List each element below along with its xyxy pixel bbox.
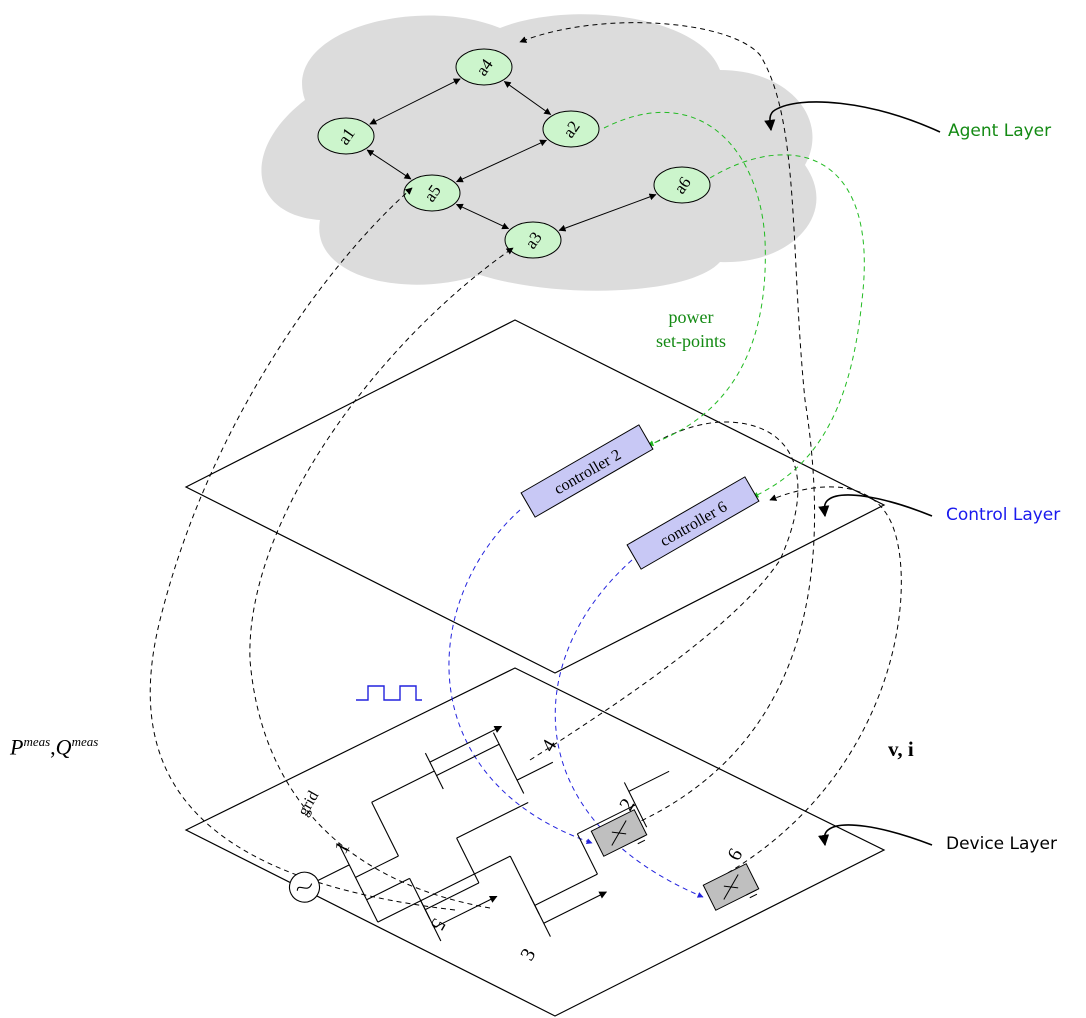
setpoint-curve-6	[709, 154, 865, 498]
controller-2: controller 2	[520, 424, 654, 518]
der-device-6	[702, 863, 760, 911]
bus-6	[623, 782, 648, 828]
signal-curve-2	[448, 509, 593, 845]
bus-5	[420, 900, 442, 942]
agent-link-a5-a3	[455, 203, 510, 230]
der-device-2	[590, 809, 648, 857]
setpoint-curve-2	[603, 111, 766, 447]
agent-node-a2: a2	[542, 110, 600, 148]
agent-node-a1: a1	[317, 117, 375, 155]
measurement-label: Pmeas,Qmeas	[10, 734, 99, 760]
signal-curve-6	[554, 559, 704, 898]
bus-2	[492, 732, 525, 794]
agent-link-a3-a6	[558, 193, 657, 232]
meas-q: Q	[55, 734, 72, 760]
control-layer-label: Control Layer	[946, 505, 1061, 525]
grid-source-icon	[288, 871, 321, 903]
vi-curve-c6	[711, 486, 902, 883]
power-setpoint-curves	[603, 111, 865, 498]
agent-link-a1-a5	[366, 149, 412, 180]
meas-p: P	[10, 734, 24, 760]
vi-curve-c2	[529, 421, 799, 761]
bus-label-6: 6	[723, 845, 747, 865]
agent-node-a3: a3	[504, 221, 562, 259]
vi-curve-a4	[519, 22, 816, 839]
pwm-signal-icon	[356, 685, 422, 701]
bus-4	[424, 752, 444, 790]
bus-label-grid: grid	[295, 788, 323, 819]
control-layer-plane	[184, 319, 886, 674]
bus-3	[529, 896, 551, 937]
power-setpoints-line2: set-points	[656, 331, 726, 351]
agent-node-a5: a5	[403, 174, 461, 212]
power-setpoints-line1: power	[668, 307, 714, 327]
bus-label-2: 2	[615, 795, 639, 815]
agent-node-a6: a6	[653, 166, 711, 204]
layer-pointers	[764, 101, 941, 847]
bus-1	[338, 843, 361, 887]
voltage-current-label: v, i	[888, 737, 914, 761]
measurement-curves	[149, 22, 902, 911]
device-layer-label: Device Layer	[946, 834, 1057, 854]
meas-p-sup: meas	[23, 734, 51, 749]
meas-q-sup: meas	[71, 734, 99, 749]
bus-label-1: 1	[330, 838, 354, 858]
agent-links	[366, 78, 657, 232]
agent-nodes: a4 a1 a2 a5 a6 a3	[317, 48, 711, 259]
power-grid	[288, 725, 670, 942]
controller-6: controller 6	[626, 476, 760, 570]
meas-curve-a3	[249, 247, 514, 909]
device-layer-plane	[184, 667, 886, 1017]
bus-label-5: 5	[426, 915, 450, 935]
agent-link-a1-a4	[369, 78, 461, 125]
power-setpoints-label: power set-points	[639, 305, 743, 353]
bus-label-3: 3	[516, 945, 540, 965]
agent-link-a4-a2	[503, 81, 552, 115]
agent-node-a4: a4	[455, 48, 513, 86]
agent-link-a5-a2	[455, 139, 548, 183]
meas-curve-a5	[149, 187, 456, 911]
control-signal-curves	[448, 509, 704, 898]
agent-layer-label: Agent Layer	[948, 121, 1052, 141]
